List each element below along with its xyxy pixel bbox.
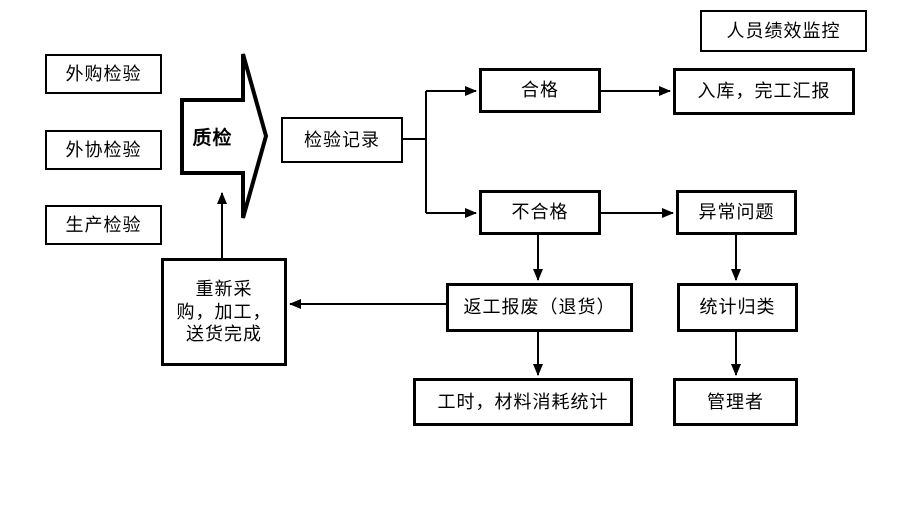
node-purchase-inspection: 外购检验: [45, 54, 162, 94]
node-production-inspection: 生产检验: [45, 205, 162, 245]
node-unqualified: 不合格: [479, 190, 601, 235]
node-workhours-material-consumption-stats: 工时，材料消耗统计: [413, 378, 633, 426]
node-manager: 管理者: [673, 378, 798, 426]
repurchase-line-3: 送货完成: [186, 324, 262, 345]
quality-check-block-arrow: [180, 53, 269, 219]
node-warehouse-completion-report: 入库，完工汇报: [673, 68, 855, 115]
node-repurchase-process-delivery: 重新采 购，加工， 送货完成: [161, 258, 287, 366]
node-inspection-record: 检验记录: [281, 117, 403, 163]
repurchase-line-2: 购，加工，: [176, 301, 272, 322]
quality-check-label: 质检: [192, 128, 233, 149]
repurchase-line-1: 重新采: [195, 279, 253, 300]
node-qualified: 合格: [479, 68, 601, 113]
node-statistics-classification: 统计归类: [677, 283, 798, 332]
node-personnel-performance-monitoring: 人员绩效监控: [700, 10, 867, 52]
node-abnormal-issue: 异常问题: [676, 190, 797, 235]
node-outsourcing-inspection: 外协检验: [45, 130, 162, 170]
node-rework-scrap-return: 返工报废（退货）: [446, 283, 633, 332]
